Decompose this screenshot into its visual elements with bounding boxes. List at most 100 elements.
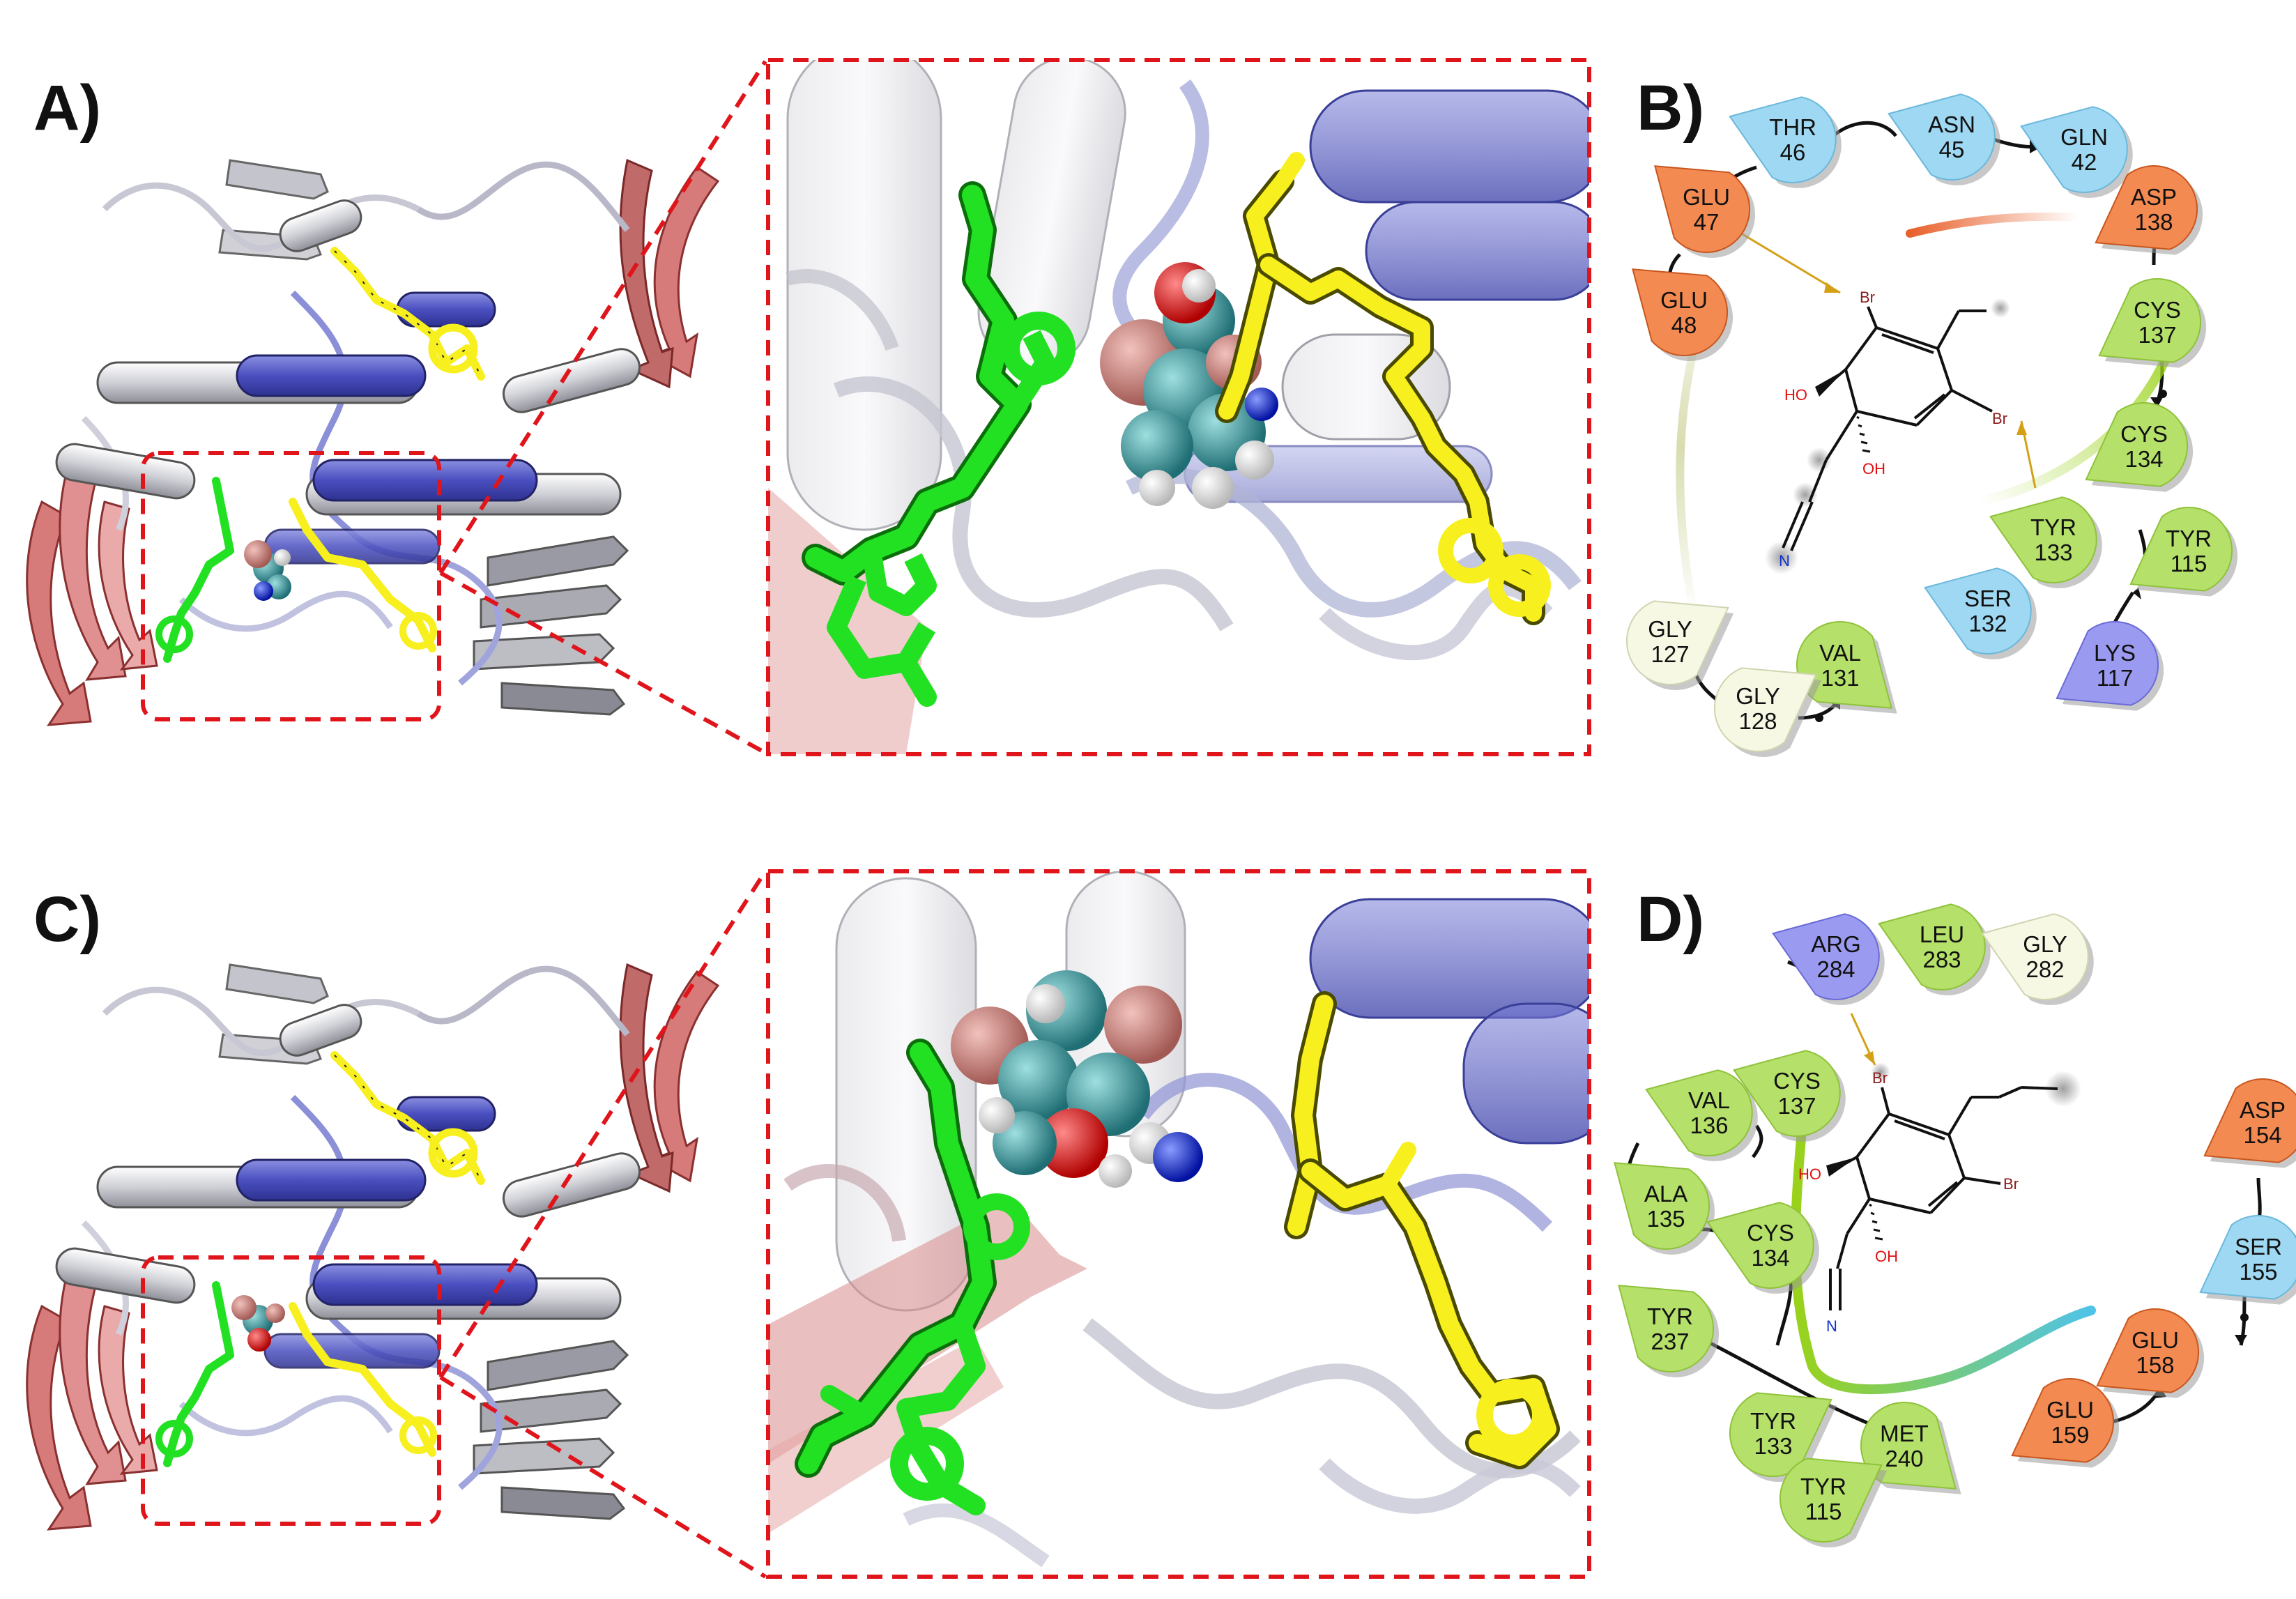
residue-name: CYS [2120,421,2168,447]
residue-shape [1779,1458,1883,1543]
residue-number: 133 [2034,540,2072,565]
residue-name: TYR [2030,514,2076,540]
residue-number: 137 [1777,1093,1816,1119]
residue-name: SER [2235,1234,2282,1260]
residue-shape [1878,903,1986,990]
atom-br-1-b: Br [1860,289,1875,306]
residue-shape [1625,600,1729,685]
residue-name: THR [1769,114,1816,140]
zoom-connector-c-bottom [439,1375,767,1579]
panel-b-letter: B) [1637,72,1704,144]
atom-br-1-d: Br [1872,1069,1888,1087]
residue-number: 283 [1922,947,1961,972]
residue-number: 133 [1754,1433,1792,1459]
residue-name: GLU [1660,287,1708,313]
residue-shape [1654,165,1751,253]
residue-shape [2085,402,2189,487]
atom-br-2-d: Br [2003,1175,2019,1193]
residue-shape [1706,1202,1814,1289]
residue-name: TYR [2166,526,2212,551]
zoom-connector-a-bottom [439,571,767,755]
space-filling-ligand-a [244,540,291,601]
residue-shape [2096,1308,2200,1393]
zoom-inset-a [766,58,1591,756]
residue-number: 131 [1821,665,1859,691]
residue-shape [2056,621,2159,706]
residue-shape [1614,1162,1710,1250]
residue-number: 47 [1694,209,1720,235]
residue-name: VAL [1688,1087,1730,1113]
green-ligand-a [163,477,234,663]
atom-oh-b: OH [1862,460,1885,477]
residue-number: 237 [1651,1329,1689,1354]
residue-name: GLN [2060,124,2108,150]
residue-number: 115 [2171,551,2207,576]
residue-shape [1713,667,1817,752]
residue-shape [1981,913,2089,1000]
ligand-structure-d: Br Br HO OH N [1798,1062,2081,1335]
residue-shape [1888,93,1996,181]
residue-name: GLY [1736,683,1780,709]
residue-shape [1772,913,1880,1000]
residue-number: 284 [1816,956,1855,982]
residue-name: GLU [2046,1397,2094,1423]
panel-d-letter: D) [1637,884,1704,955]
residue-name: GLU [1683,184,1730,210]
residue-shape [2095,165,2198,250]
panel-d: D) [1614,884,2296,1548]
residue-number: 48 [1671,312,1697,338]
residue-name: CYS [1773,1068,1821,1094]
zoom-region-a [141,451,441,721]
residue-name: LEU [1920,921,1964,947]
residue-number: 42 [2072,149,2097,175]
residue-number: 134 [2125,446,2163,472]
residue-shape [1645,1069,1753,1156]
green-ligand-zoom-c [795,1039,1030,1515]
residue-number: 240 [1885,1446,1923,1471]
residue-name: ALA [1644,1181,1687,1207]
residue-name: ARG [1811,931,1861,957]
residue-name: CYS [1747,1220,1794,1246]
zoom-connector-a-top [438,60,767,574]
yellow-ligand-zoom-a [1215,152,1551,625]
residue-number: 135 [1646,1206,1685,1232]
residue-number: 282 [2026,956,2064,982]
residue-shape [2203,1078,2296,1163]
residue-shape [2011,1378,2115,1463]
residue-number: 159 [2051,1422,2089,1448]
protein-overview-c [27,965,718,1529]
residue-number: 117 [2097,665,2134,691]
residue-number: 45 [1939,137,1965,162]
residue-name: TYR [1800,1474,1846,1499]
residue-name: LYS [2094,640,2136,666]
panel-a: A) [27,58,1591,756]
residue-shape [1989,496,2097,583]
atom-n-d: N [1826,1317,1837,1335]
residue-name: MET [1880,1421,1929,1446]
green-ligand-zoom-a [802,181,1076,707]
residue-number: 158 [2136,1352,2174,1378]
zoom-frame-a [766,58,1591,756]
residue-number: 136 [1690,1112,1728,1138]
residue-number: 127 [1651,641,1689,667]
